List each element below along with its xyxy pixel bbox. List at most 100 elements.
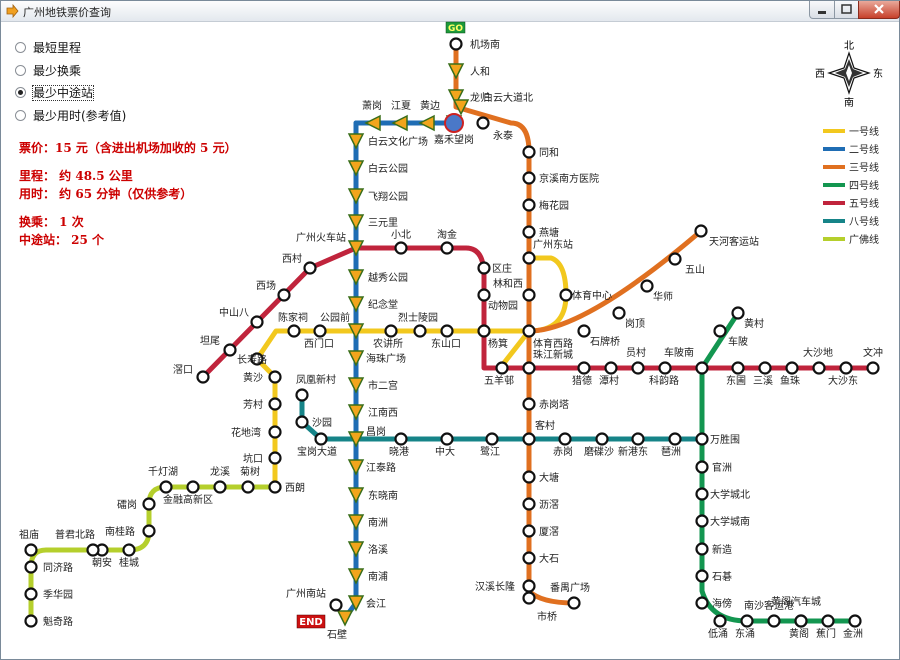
- station-dot[interactable]: [384, 324, 398, 338]
- option-fewest-transfers[interactable]: 最少换乘: [15, 62, 81, 78]
- station-dot[interactable]: [522, 397, 536, 411]
- station-dot[interactable]: [604, 361, 618, 375]
- station-dot[interactable]: [567, 596, 581, 610]
- station-dot[interactable]: [142, 524, 156, 538]
- station-dot[interactable]: [24, 560, 38, 574]
- station-dot[interactable]: [86, 543, 100, 557]
- station-dot[interactable]: [268, 451, 282, 465]
- station-dot[interactable]: [495, 361, 509, 375]
- station-dot[interactable]: [522, 432, 536, 446]
- station-dot[interactable]: [695, 460, 709, 474]
- station-dot[interactable]: [631, 361, 645, 375]
- station-dot[interactable]: [394, 241, 408, 255]
- station-dot[interactable]: [440, 241, 454, 255]
- station-dot[interactable]: [758, 361, 772, 375]
- station-dot[interactable]: [785, 361, 799, 375]
- station-dot[interactable]: [821, 614, 835, 628]
- station-dot[interactable]: [287, 324, 301, 338]
- station-dot[interactable]: [241, 480, 255, 494]
- station-dot[interactable]: [848, 614, 862, 628]
- station-dot[interactable]: [522, 171, 536, 185]
- radio-button[interactable]: [15, 65, 26, 76]
- station-dot[interactable]: [295, 415, 309, 429]
- station-dot[interactable]: [394, 432, 408, 446]
- station-dot[interactable]: [485, 432, 499, 446]
- station-dot[interactable]: [213, 480, 227, 494]
- station-dot[interactable]: [522, 551, 536, 565]
- station-dot[interactable]: [522, 145, 536, 159]
- station-dot[interactable]: [694, 224, 708, 238]
- station-dot[interactable]: [577, 361, 591, 375]
- station-dot[interactable]: [477, 288, 491, 302]
- station-dot[interactable]: [159, 480, 173, 494]
- option-fewest-stops[interactable]: 最少中途站: [15, 84, 95, 101]
- station-dot[interactable]: [268, 425, 282, 439]
- station-dot[interactable]: [522, 579, 536, 593]
- station-dot[interactable]: [695, 361, 709, 375]
- station-dot[interactable]: [522, 470, 536, 484]
- station-dot[interactable]: [268, 480, 282, 494]
- station-dot[interactable]: [713, 324, 727, 338]
- station-dot[interactable]: [476, 116, 490, 130]
- station-dot[interactable]: [277, 288, 291, 302]
- station-dot[interactable]: [558, 432, 572, 446]
- station-dot[interactable]: [268, 397, 282, 411]
- radio-button[interactable]: [15, 87, 26, 98]
- station-dot[interactable]: [658, 361, 672, 375]
- station-dot[interactable]: [559, 288, 573, 302]
- close-button[interactable]: [858, 1, 900, 19]
- station-dot[interactable]: [313, 324, 327, 338]
- station-dot[interactable]: [449, 37, 463, 51]
- station-dot[interactable]: [24, 587, 38, 601]
- station-dot[interactable]: [522, 524, 536, 538]
- station-dot[interactable]: [839, 361, 853, 375]
- station-dot[interactable]: [812, 361, 826, 375]
- station-dot[interactable]: [24, 614, 38, 628]
- station-dot[interactable]: [186, 480, 200, 494]
- station-dot[interactable]: [640, 279, 654, 293]
- station-dot[interactable]: [477, 261, 491, 275]
- station-dot[interactable]: [631, 432, 645, 446]
- station-dot[interactable]: [122, 543, 136, 557]
- station-dot[interactable]: [522, 497, 536, 511]
- station-dot[interactable]: [314, 432, 328, 446]
- station-dot[interactable]: [695, 514, 709, 528]
- radio-button[interactable]: [15, 110, 26, 121]
- station-dot[interactable]: [250, 315, 264, 329]
- station-dot[interactable]: [695, 432, 709, 446]
- station-dot[interactable]: [196, 370, 210, 384]
- radio-button[interactable]: [15, 42, 26, 53]
- station-dot[interactable]: [522, 251, 536, 265]
- station-dot[interactable]: [695, 542, 709, 556]
- station-dot[interactable]: [595, 432, 609, 446]
- minimize-button[interactable]: [809, 1, 835, 19]
- station-dot[interactable]: [740, 614, 754, 628]
- station-dot[interactable]: [731, 306, 745, 320]
- station-dot[interactable]: [24, 543, 38, 557]
- station-dot[interactable]: [223, 343, 237, 357]
- station-dot[interactable]: [440, 324, 454, 338]
- station-dot[interactable]: [440, 432, 454, 446]
- option-shortest-distance[interactable]: 最短里程: [15, 39, 81, 55]
- station-dot[interactable]: [668, 252, 682, 266]
- station-dot[interactable]: [731, 361, 745, 375]
- station-dot[interactable]: [522, 288, 536, 302]
- station-dot[interactable]: [413, 324, 427, 338]
- station-dot[interactable]: [142, 497, 156, 511]
- station-dot[interactable]: [477, 324, 491, 338]
- station-dot[interactable]: [250, 352, 264, 366]
- station-dot[interactable]: [767, 614, 781, 628]
- station-dot[interactable]: [522, 198, 536, 212]
- station-dot[interactable]: [668, 432, 682, 446]
- station-dot[interactable]: [577, 324, 591, 338]
- station-dot[interactable]: [794, 614, 808, 628]
- option-least-time[interactable]: 最少用时(参考值): [15, 107, 126, 123]
- station-dot[interactable]: [612, 306, 626, 320]
- station-dot[interactable]: [522, 225, 536, 239]
- station-dot[interactable]: [522, 361, 536, 375]
- maximize-button[interactable]: [834, 1, 859, 19]
- station-dot[interactable]: [713, 614, 727, 628]
- station-dot[interactable]: [522, 324, 536, 338]
- station-dot[interactable]: [329, 598, 343, 612]
- station-dot[interactable]: [866, 361, 880, 375]
